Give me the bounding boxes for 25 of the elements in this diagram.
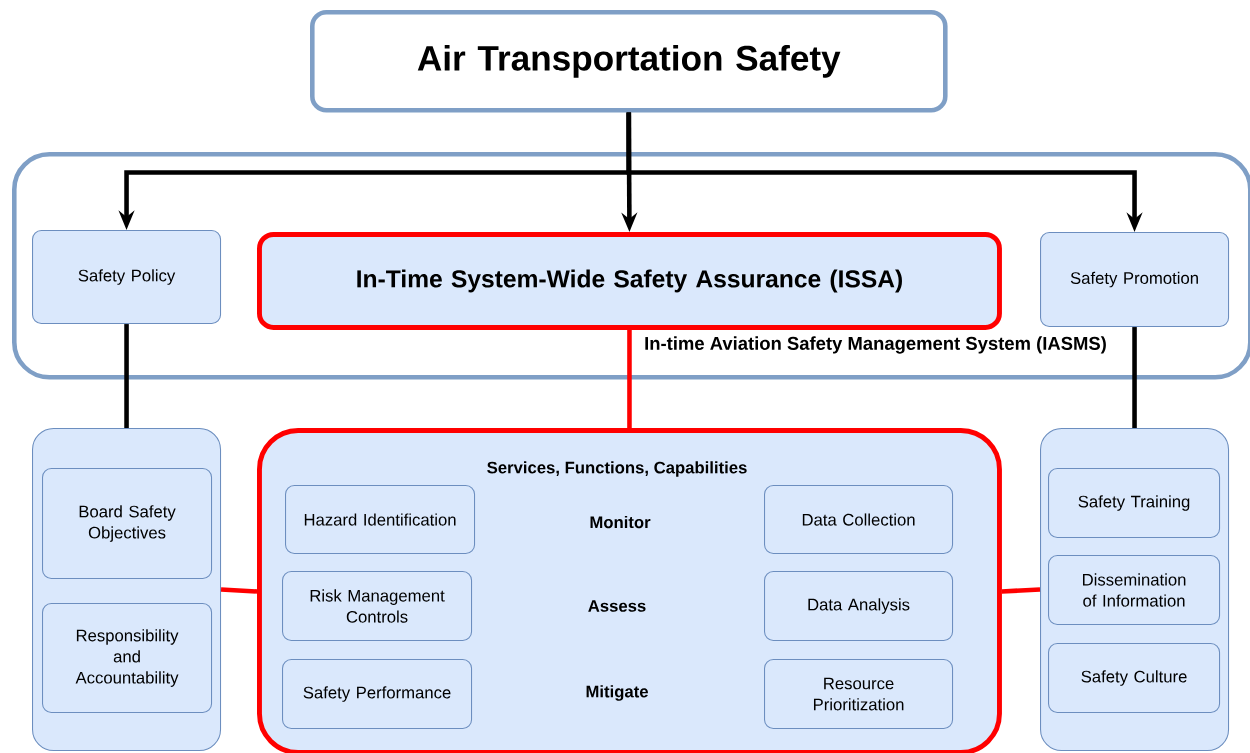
- connector: [1001, 587, 1041, 594]
- item-box: Hazard Identification: [285, 485, 476, 555]
- panel-heading: Services, Functions, Capabilities: [487, 461, 747, 477]
- item-box: Data Collection: [764, 485, 954, 555]
- item-box: Responsibility and Accountability: [42, 603, 213, 714]
- connector: [1132, 327, 1137, 428]
- category-box: Safety Promotion: [1040, 232, 1230, 328]
- category-box: Safety Policy: [32, 230, 222, 325]
- item-box: Safety Training: [1048, 468, 1221, 539]
- system-label: In-time Aviation Safety Management System (IASMS): [645, 336, 1106, 354]
- item-box: Resource Prioritization: [764, 659, 954, 730]
- phase-label: Mitigate: [586, 685, 648, 701]
- phase-label: Assess: [588, 600, 646, 612]
- item-box: Safety Culture: [1048, 643, 1221, 714]
- title-box: Air Transportation Safety: [310, 10, 948, 113]
- connector: [124, 324, 129, 428]
- highlight-box: In-Time System-Wide Safety Assurance (ISSA): [257, 232, 1002, 330]
- connector: [220, 587, 258, 594]
- item-box: Data Analysis: [764, 571, 954, 642]
- connector: [627, 329, 632, 428]
- item-box: Risk Management Controls: [282, 571, 473, 642]
- item-box: Board Safety Objectives: [42, 468, 213, 580]
- item-box: Safety Performance: [282, 659, 473, 730]
- phase-label: Monitor: [590, 515, 651, 529]
- item-box: Dissemination of Information: [1048, 555, 1221, 626]
